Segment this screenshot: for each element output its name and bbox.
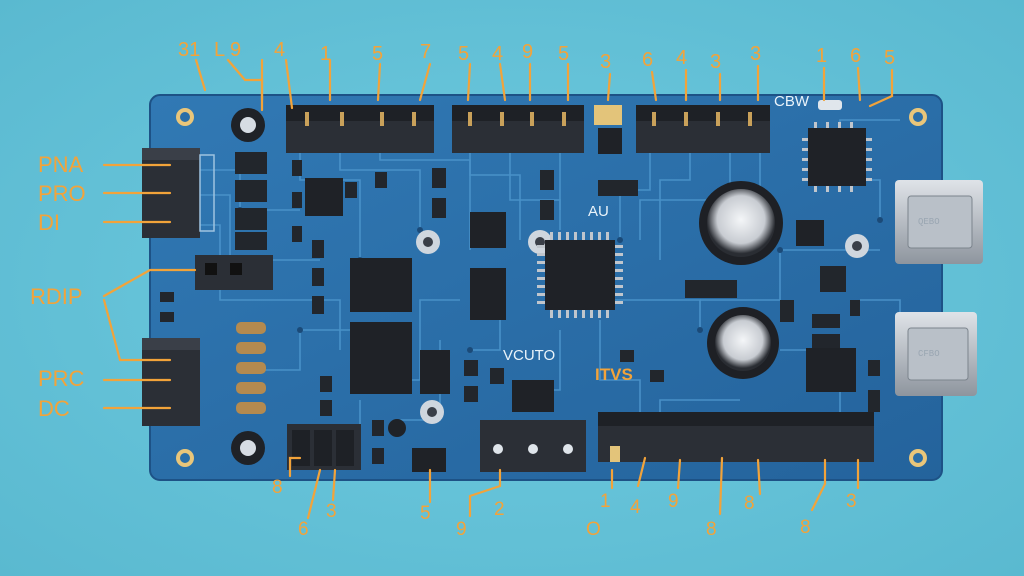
callout-lines bbox=[102, 58, 894, 520]
left-label-prc: PRC bbox=[38, 366, 85, 391]
bottom-label-9: 4 bbox=[630, 497, 641, 518]
bottom-label-7: 1 bbox=[600, 491, 611, 512]
top-label-2: L 9 bbox=[214, 39, 242, 61]
bottom-label-11: 8 bbox=[706, 519, 717, 540]
top-label-8: 4 bbox=[492, 43, 504, 65]
bottom-connector-center bbox=[480, 420, 586, 472]
top-label-9: 9 bbox=[522, 41, 534, 63]
top-label-11: 3 bbox=[600, 51, 612, 73]
top-header-1 bbox=[286, 105, 434, 153]
left-terminal-bottom bbox=[142, 338, 200, 426]
top-label-12: 6 bbox=[642, 49, 654, 71]
silk-port-top: QEBO bbox=[918, 217, 940, 227]
usb-port-top bbox=[895, 180, 983, 264]
left-label-pna: PNA bbox=[38, 152, 84, 177]
silk-port-bottom: CFBO bbox=[918, 349, 940, 359]
top-label-18: 5 bbox=[884, 47, 896, 69]
bottom-label-14: 3 bbox=[846, 491, 857, 512]
top-label-5: 5 bbox=[372, 43, 384, 65]
bottom-label-4: 5 bbox=[420, 503, 431, 524]
top-label-3: 4 bbox=[274, 39, 286, 61]
main-mcu bbox=[537, 232, 623, 318]
left-label-dc: DC bbox=[38, 396, 70, 421]
top-header-3 bbox=[636, 105, 770, 153]
silk-marker-a: AU bbox=[588, 203, 609, 220]
top-label-17: 6 bbox=[850, 45, 862, 67]
left-label-rdip: RDIP bbox=[30, 284, 83, 309]
bottom-label-10: 9 bbox=[668, 491, 679, 512]
silk-top-right: CBW bbox=[774, 93, 809, 110]
usb-port-bottom bbox=[895, 312, 977, 396]
bottom-label-8: O bbox=[586, 519, 601, 540]
silk-itvs: ITVS bbox=[595, 365, 633, 384]
bottom-label-1: 8 bbox=[272, 477, 283, 498]
bottom-label-3: 3 bbox=[326, 501, 337, 522]
bottom-label-6: 2 bbox=[494, 499, 505, 520]
left-label-di: DI bbox=[38, 210, 60, 235]
jumper-pad bbox=[594, 105, 622, 125]
bottom-header-left bbox=[287, 424, 361, 470]
bottom-label-12: 8 bbox=[744, 493, 755, 514]
top-label-13: 4 bbox=[676, 47, 688, 69]
top-label-10: 5 bbox=[558, 43, 570, 65]
top-label-4: 1 bbox=[320, 43, 332, 65]
mounting-holes bbox=[176, 108, 927, 467]
trimpots bbox=[231, 108, 869, 465]
bottom-label-13: 8 bbox=[800, 517, 811, 538]
silk-center-chip: VCUTO bbox=[503, 347, 556, 364]
top-label-1: 31 bbox=[178, 39, 201, 61]
bottom-header-right bbox=[598, 412, 874, 462]
bottom-label-5: 9 bbox=[456, 519, 467, 540]
top-label-6: 7 bbox=[420, 41, 432, 63]
top-label-14: 3 bbox=[710, 51, 722, 73]
electrolytic-caps bbox=[699, 181, 783, 379]
top-label-7: 5 bbox=[458, 43, 470, 65]
top-label-15: 3 bbox=[750, 43, 762, 65]
top-label-16: 1 bbox=[816, 45, 828, 67]
left-label-pro: PRO bbox=[38, 181, 86, 206]
ics bbox=[305, 128, 866, 472]
bottom-label-2: 6 bbox=[298, 519, 309, 540]
